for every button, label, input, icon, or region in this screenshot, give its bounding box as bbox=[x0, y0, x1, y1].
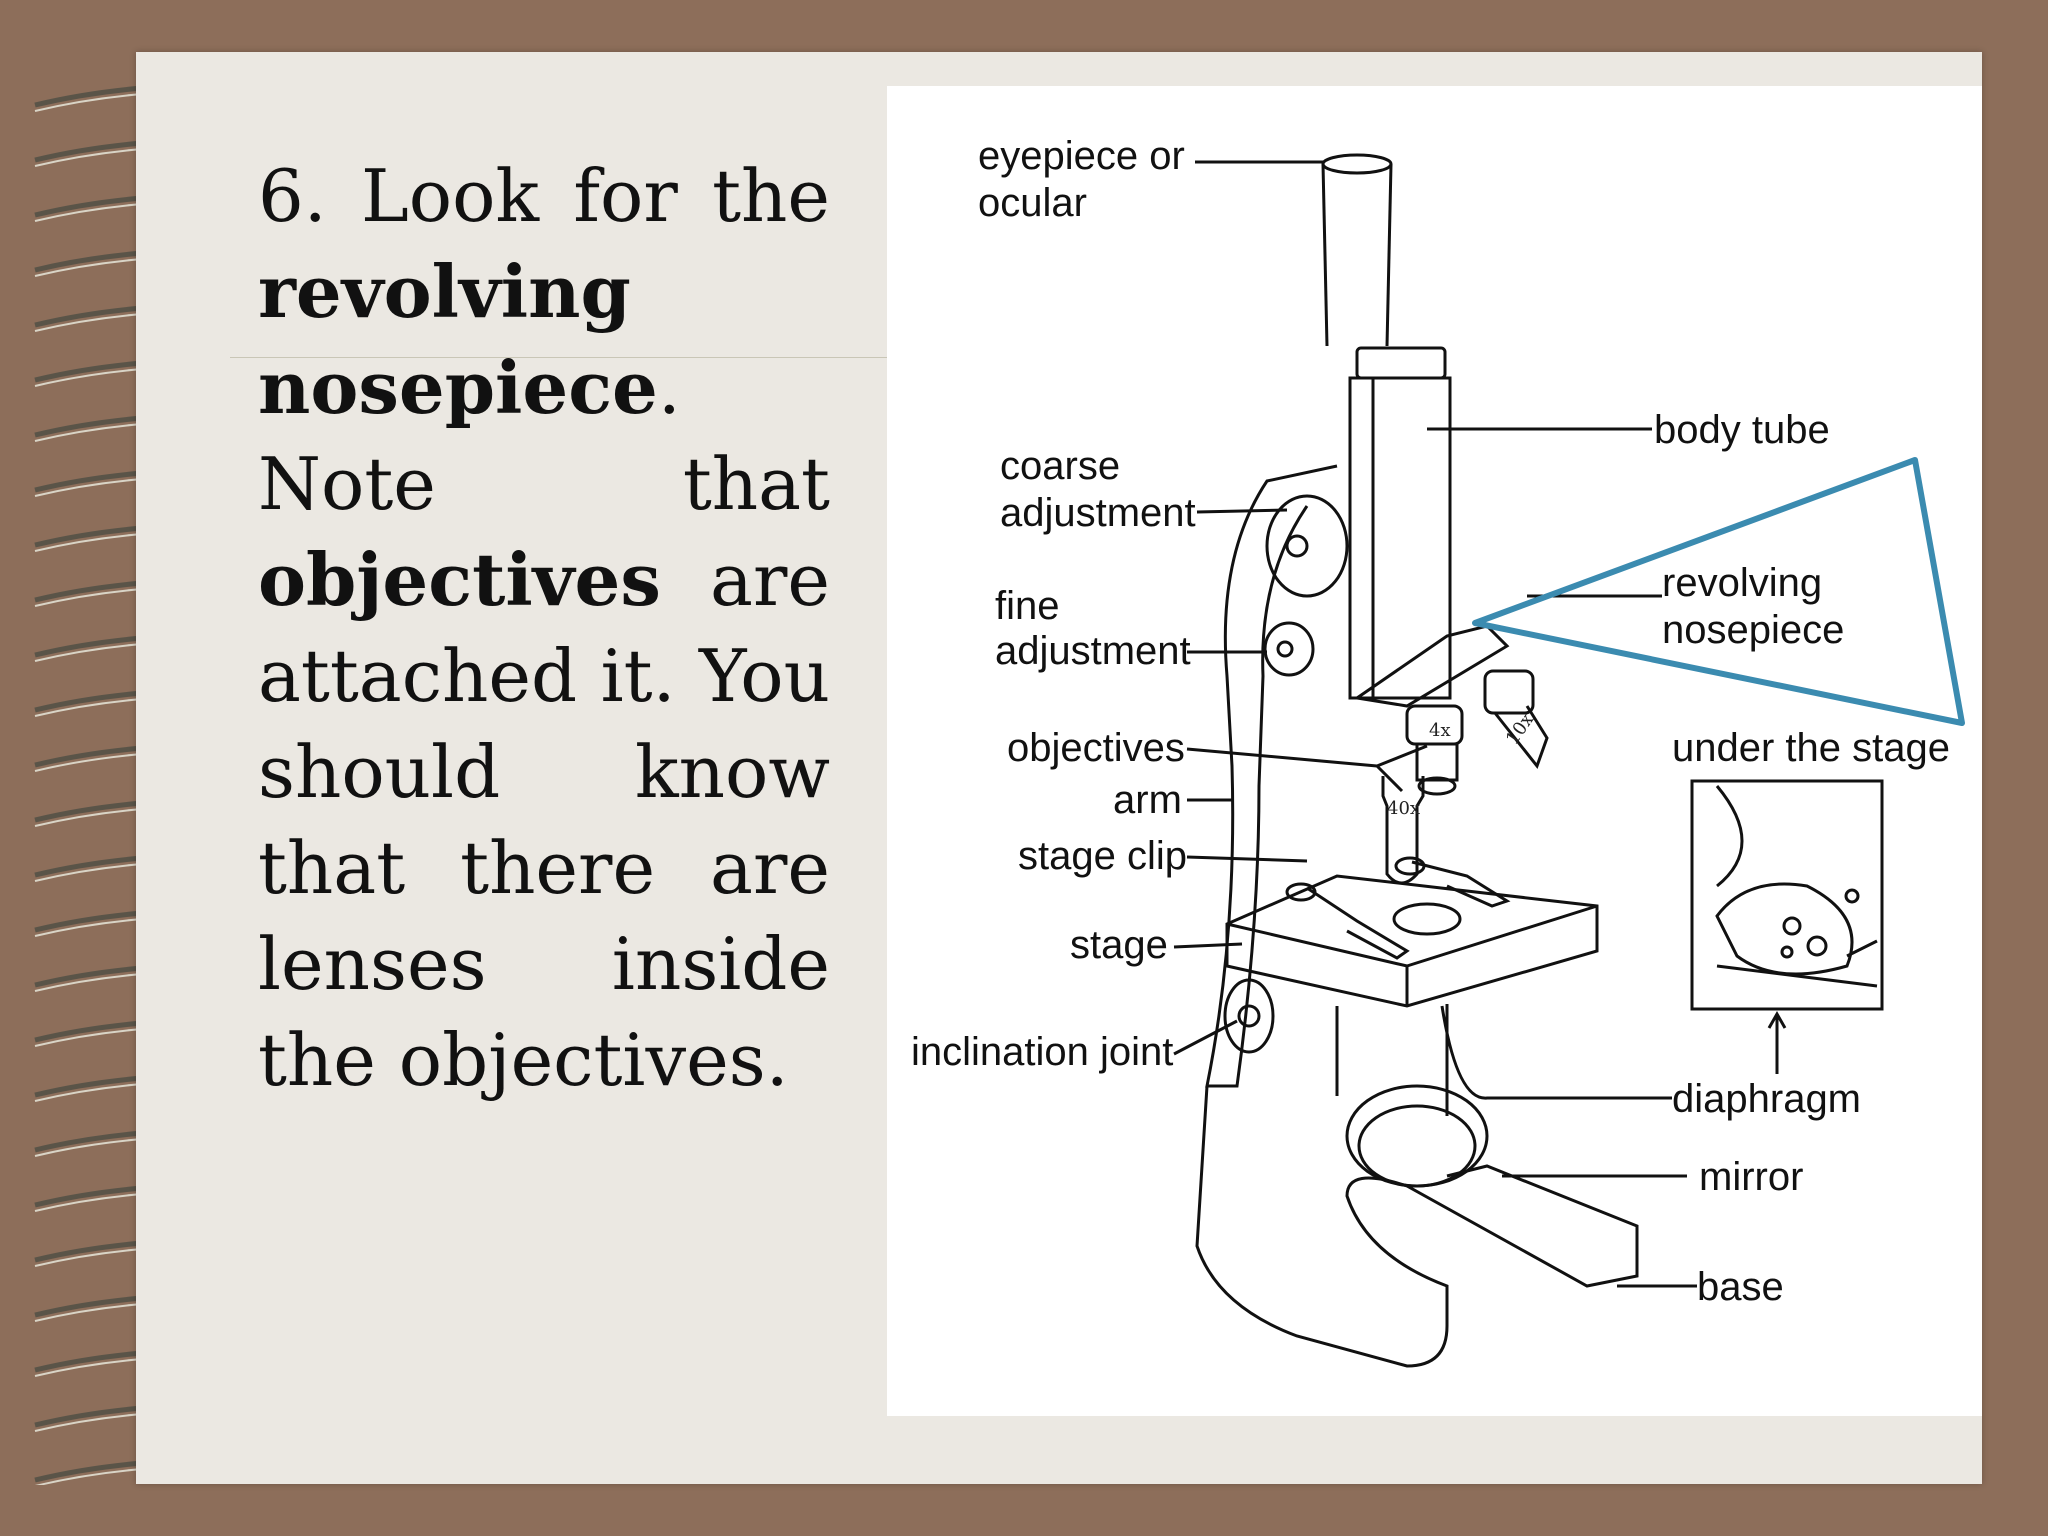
body-tube-drawing bbox=[1348, 346, 1452, 700]
microscope-figure: 4x 10x 40x eyepiece or ocular coarse adj… bbox=[887, 86, 1982, 1416]
label-nosepiece: nosepiece bbox=[1662, 608, 1844, 652]
objective-mark-40x: 40x bbox=[1387, 798, 1420, 819]
objective-mark-4x: 4x bbox=[1429, 720, 1451, 741]
label-stage-clip: stage clip bbox=[1018, 834, 1187, 878]
objective-10x-drawing bbox=[1483, 669, 1549, 770]
fine-knob-drawing bbox=[1263, 621, 1315, 677]
label-inclination-joint: inclination joint bbox=[911, 1030, 1173, 1074]
label-ocular: ocular bbox=[978, 181, 1087, 225]
text-segment: are attached it. You should know that th… bbox=[258, 538, 830, 1102]
coarse-knob-drawing bbox=[1265, 494, 1349, 598]
page-rule-line bbox=[230, 357, 890, 358]
label-coarse-adjustment: adjustment bbox=[1000, 491, 1196, 535]
term-revolving-nosepiece: revolving nosepiece bbox=[258, 249, 658, 430]
label-arm: arm bbox=[1113, 778, 1182, 822]
nosepiece-drawing bbox=[1353, 624, 1510, 708]
label-coarse: coarse bbox=[1000, 444, 1120, 488]
mirror-drawing bbox=[1345, 1084, 1489, 1188]
label-body-tube: body tube bbox=[1654, 408, 1830, 452]
label-mirror: mirror bbox=[1699, 1155, 1803, 1199]
label-revolving: revolving bbox=[1662, 561, 1822, 605]
leader-lines bbox=[1173, 160, 1787, 1288]
text-segment: . Note that bbox=[258, 346, 830, 526]
arm-drawing bbox=[1205, 464, 1338, 1088]
pillar-drawing bbox=[1335, 1004, 1449, 1116]
label-base: base bbox=[1697, 1265, 1784, 1309]
label-under-the-stage: under the stage bbox=[1672, 726, 1950, 770]
label-fine: fine bbox=[995, 584, 1060, 628]
inclination-joint-drawing bbox=[1223, 978, 1275, 1054]
eyepiece-drawing bbox=[1321, 153, 1393, 347]
label-diaphragm: diaphragm bbox=[1672, 1077, 1861, 1121]
label-objectives: objectives bbox=[1007, 726, 1185, 770]
objective-4x-drawing bbox=[1405, 704, 1464, 796]
label-stage: stage bbox=[1070, 923, 1168, 967]
stage-clips-drawing bbox=[1285, 856, 1511, 960]
stage-drawing bbox=[1225, 874, 1599, 1008]
microscope-diagram: 4x 10x 40x eyepiece or ocular coarse adj… bbox=[911, 134, 1965, 1368]
objective-40x-drawing bbox=[1381, 776, 1425, 885]
label-fine-adjustment: adjustment bbox=[995, 629, 1191, 673]
base-drawing bbox=[1195, 1085, 1639, 1368]
text-segment: 6. Look for the bbox=[258, 154, 830, 238]
under-stage-inset bbox=[1690, 779, 1884, 1011]
label-eyepiece: eyepiece or bbox=[978, 134, 1185, 178]
instruction-text: 6. Look for the revolving nosepiece. Not… bbox=[258, 148, 830, 1108]
nosepiece-highlight-triangle bbox=[1472, 457, 1965, 726]
term-objectives: objectives bbox=[258, 537, 661, 622]
